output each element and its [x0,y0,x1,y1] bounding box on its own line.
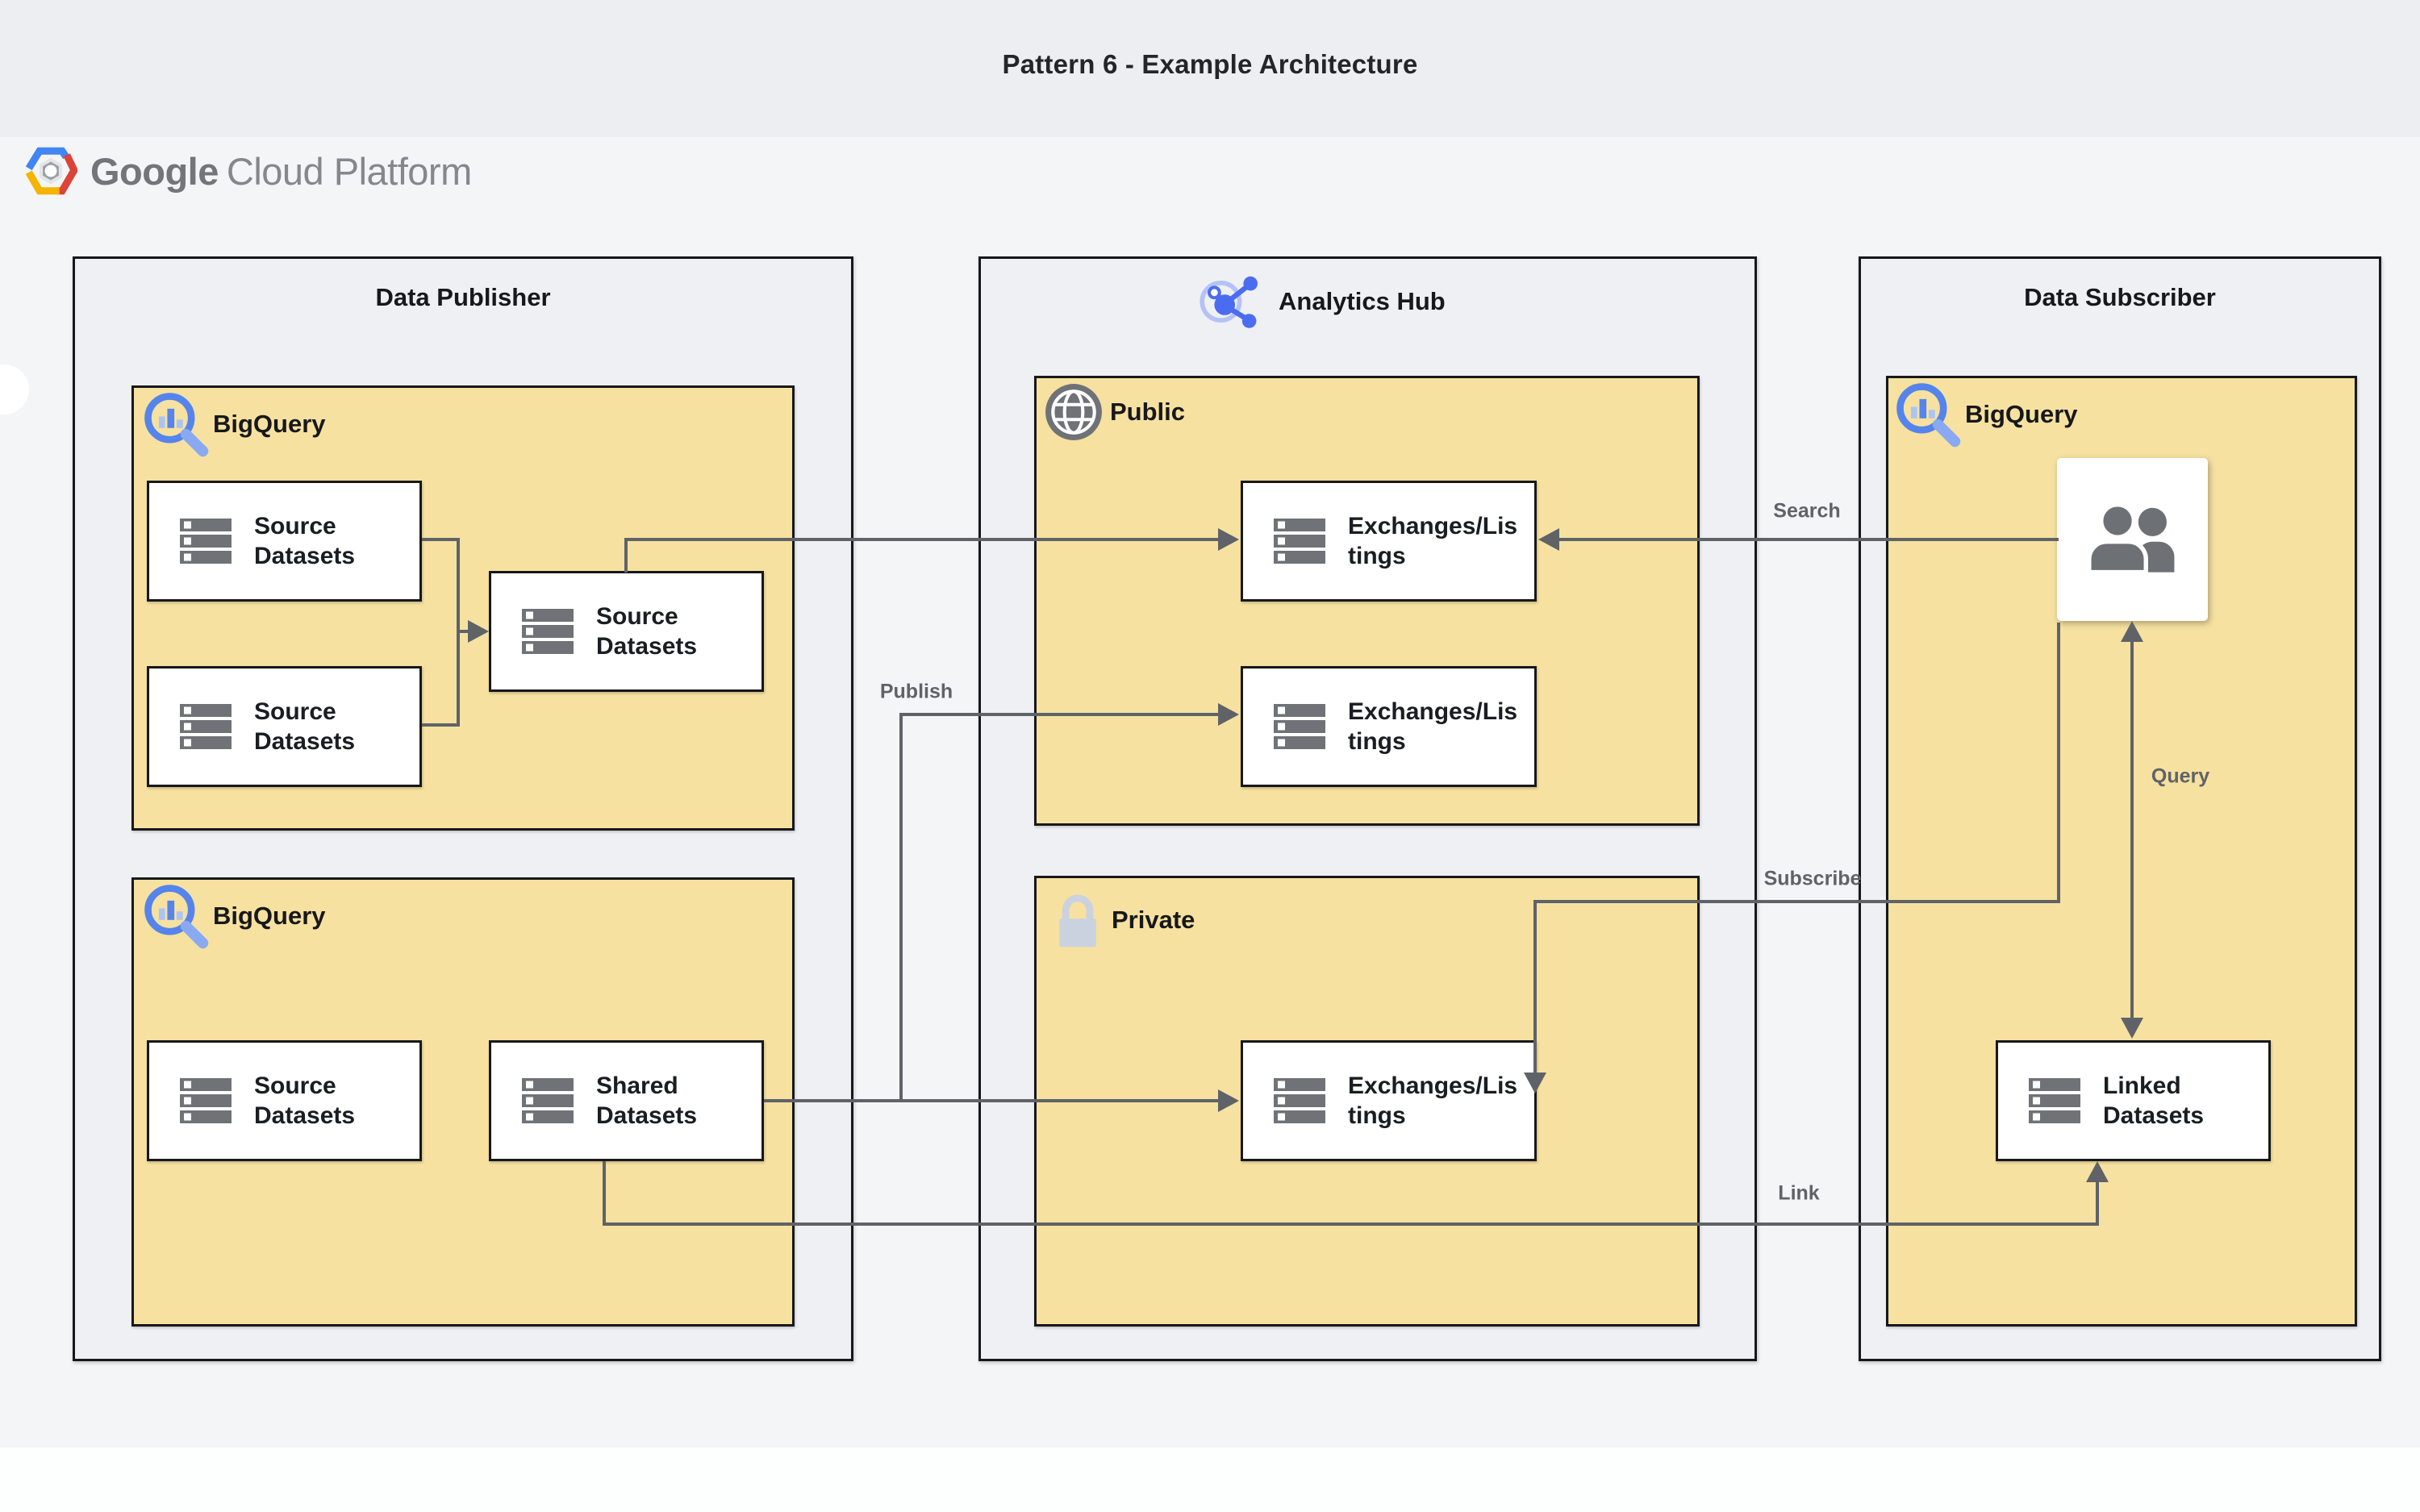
section-title-subscriber: Data Subscriber [2024,283,2216,311]
connector-subscribe-v1 [2057,623,2060,903]
datasets-icon [1274,519,1325,564]
box-label: Source Datasets [254,1073,356,1129]
subscriber-users-card [2057,458,2208,621]
bigquery-label: BigQuery [213,902,326,930]
connector-c-up [624,538,628,573]
connector-source-b [422,723,460,727]
private-label: Private [1112,906,1195,934]
bigquery-icon [139,879,213,953]
arrowhead-query-down [2121,1018,2143,1039]
publish-label: Publish [879,680,953,703]
bigquery-label: BigQuery [1965,400,2078,428]
arrowhead-query-up [2121,621,2143,642]
box-label: Source Datasets [254,513,356,569]
connector-subscribe-h [1533,900,2060,903]
connector-source-stub [457,630,471,633]
datasets-icon [522,609,574,654]
bigquery-icon [139,387,213,461]
datasets-icon [180,1078,232,1123]
subscribe-label: Subscribe [1763,867,1862,890]
connector-query [2130,631,2134,1029]
title-band [0,0,2420,137]
arrowhead-into-private-exchange [1218,1089,1239,1112]
connector-search [1558,538,2059,541]
connector-c-to-exchange1 [624,538,1218,541]
arrowhead-into-exchange1-left [1218,528,1239,551]
source-datasets-box-c: Source Datasets [489,571,764,692]
box-label: Exchanges/Lis tings [1348,698,1518,755]
page-title: Pattern 6 - Example Architecture [1002,49,1418,79]
analytics-hub-header: Analytics Hub [1196,271,1446,332]
gcp-logo-brand: Google [90,149,219,193]
private-header: Private [1055,887,1195,953]
connector-link-v1 [603,1161,606,1226]
analytics-hub-icon [1196,271,1261,332]
bigquery-header-1: BigQuery [139,387,326,461]
datasets-icon [2029,1078,2080,1123]
connector-publish-vertical [899,713,903,1102]
bigquery-label: BigQuery [213,410,326,438]
public-label: Public [1110,398,1186,426]
lock-icon [1055,887,1100,953]
section-title-hub: Analytics Hub [1279,287,1446,315]
shared-datasets-box: Shared Datasets [489,1040,764,1161]
box-label: Shared Datasets [596,1073,698,1129]
connector-source-a [422,538,460,541]
box-label: Source Datasets [596,603,698,660]
users-icon [2080,487,2185,592]
exchanges-listings-box-private: Exchanges/Lis tings [1241,1040,1537,1161]
arrowhead-into-source-c [468,620,489,643]
edge-artifact [0,364,29,414]
source-datasets-box-a: Source Datasets [147,481,422,602]
query-label: Query [2151,764,2210,788]
search-label: Search [1773,499,1841,523]
exchanges-listings-box-public-1: Exchanges/Lis tings [1241,481,1537,602]
connector-link-h [603,1223,2099,1226]
datasets-icon [180,704,232,749]
globe-icon [1044,382,1104,442]
datasets-icon [180,519,232,564]
linked-datasets-box: Linked Datasets [1996,1040,2271,1161]
box-label: Linked Datasets [2103,1073,2205,1129]
gcp-hexagon-icon [24,147,77,195]
arrowhead-subscribe [1524,1073,1546,1093]
bigquery-icon [1891,377,1965,452]
bottom-band [0,1447,2420,1512]
connector-subscribe-v2 [1533,903,1537,1074]
arrowhead-link [2086,1161,2109,1182]
connector-link-v2 [2096,1181,2099,1226]
box-label: Exchanges/Lis tings [1348,1073,1518,1129]
gcp-logo-product: Cloud Platform [226,149,472,193]
link-label: Link [1778,1181,1820,1205]
exchanges-listings-box-public-2: Exchanges/Lis tings [1241,666,1537,787]
arrowhead-into-exchange1-right [1538,528,1559,551]
bigquery-header-2: BigQuery [139,879,326,953]
connector-shared-to-private [764,1099,1218,1102]
box-label: Source Datasets [254,698,356,755]
source-datasets-box-b: Source Datasets [147,666,422,787]
datasets-icon [522,1078,574,1123]
bigquery-header-subscriber: BigQuery [1891,377,2078,452]
source-datasets-box-d: Source Datasets [147,1040,422,1161]
datasets-icon [1274,704,1325,749]
box-label: Exchanges/Lis tings [1348,513,1518,569]
public-header: Public [1044,382,1185,442]
datasets-icon [1274,1078,1325,1123]
arrowhead-into-exchange2 [1218,703,1239,726]
connector-publish-horizontal [899,713,1218,716]
section-title-publisher: Data Publisher [375,283,551,311]
